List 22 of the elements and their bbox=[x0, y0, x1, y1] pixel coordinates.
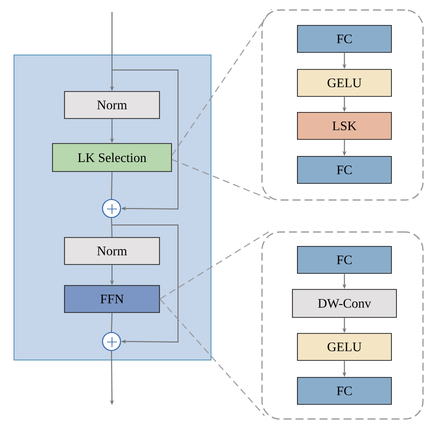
add-circle bbox=[102, 198, 122, 218]
connector-line bbox=[111, 218, 112, 238]
process-box: FFN bbox=[64, 285, 160, 313]
process-box: FC bbox=[297, 246, 392, 274]
leader-line bbox=[171, 8, 272, 156]
process-box: FC bbox=[297, 25, 392, 53]
process-box: GELU bbox=[297, 333, 392, 361]
skip-arrow bbox=[112, 70, 178, 211]
process-box: DW-Conv bbox=[292, 289, 397, 318]
leader-line bbox=[159, 298, 265, 416]
connector-line bbox=[111, 171, 112, 200]
process-box: Norm bbox=[64, 91, 160, 119]
process-box: FC bbox=[297, 377, 392, 405]
add-circle bbox=[102, 332, 122, 352]
process-box: Norm bbox=[64, 237, 160, 265]
connector-line bbox=[111, 312, 112, 332]
leader-line bbox=[159, 230, 270, 300]
process-box: FC bbox=[297, 156, 392, 184]
skip-arrow bbox=[111, 224, 178, 344]
process-box: LK Selection bbox=[52, 143, 172, 172]
process-box: GELU bbox=[297, 69, 392, 97]
process-box: LSK bbox=[297, 112, 392, 140]
